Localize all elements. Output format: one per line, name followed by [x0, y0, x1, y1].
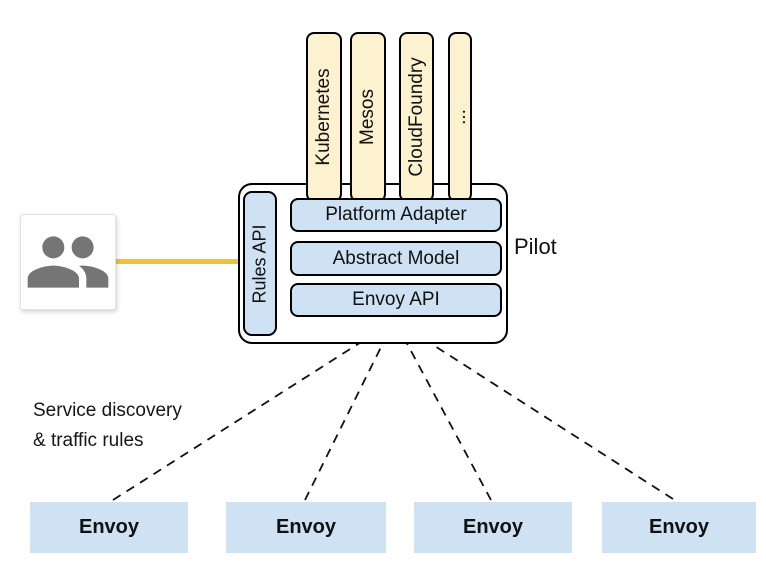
envoy-node: Envoy [226, 502, 386, 553]
rules-api-box: Rules API [243, 191, 277, 336]
envoy-node: Envoy [30, 502, 188, 553]
platform-bar-label: CloudFoundry [405, 57, 427, 177]
platform-bar-ellipsis: ... [448, 32, 472, 202]
people-icon [27, 236, 109, 288]
dashed-arrow-envoy-4 [399, 323, 674, 500]
platform-adapter-box: Platform Adapter [290, 198, 502, 232]
envoy-api-box: Envoy API [290, 283, 502, 317]
platform-bar-cloudfoundry: CloudFoundry [399, 32, 434, 202]
platform-bar-label: Kubernetes [313, 68, 334, 166]
envoy-node: Envoy [414, 502, 572, 553]
rules-api-connector-line [113, 259, 240, 264]
platform-bar-label: Mesos [357, 89, 378, 145]
platform-bar-label: ... [449, 109, 470, 125]
platform-bar-mesos: Mesos [350, 32, 386, 202]
annotation-line: Service discovery [33, 400, 182, 421]
annotation-line: & traffic rules [33, 430, 144, 451]
rules-api-label: Rules API [249, 223, 270, 304]
dashed-arrow-envoy-2 [304, 323, 393, 501]
pilot-label: Pilot [514, 234, 557, 259]
operator-card [20, 214, 116, 310]
dashed-arrow-envoy-3 [396, 323, 492, 501]
envoy-node: Envoy [602, 502, 756, 553]
abstract-model-box: Abstract Model [290, 241, 502, 276]
annotation-service-discovery: Service discovery & traffic rules [33, 396, 182, 456]
platform-bar-kubernetes: Kubernetes [306, 32, 342, 202]
